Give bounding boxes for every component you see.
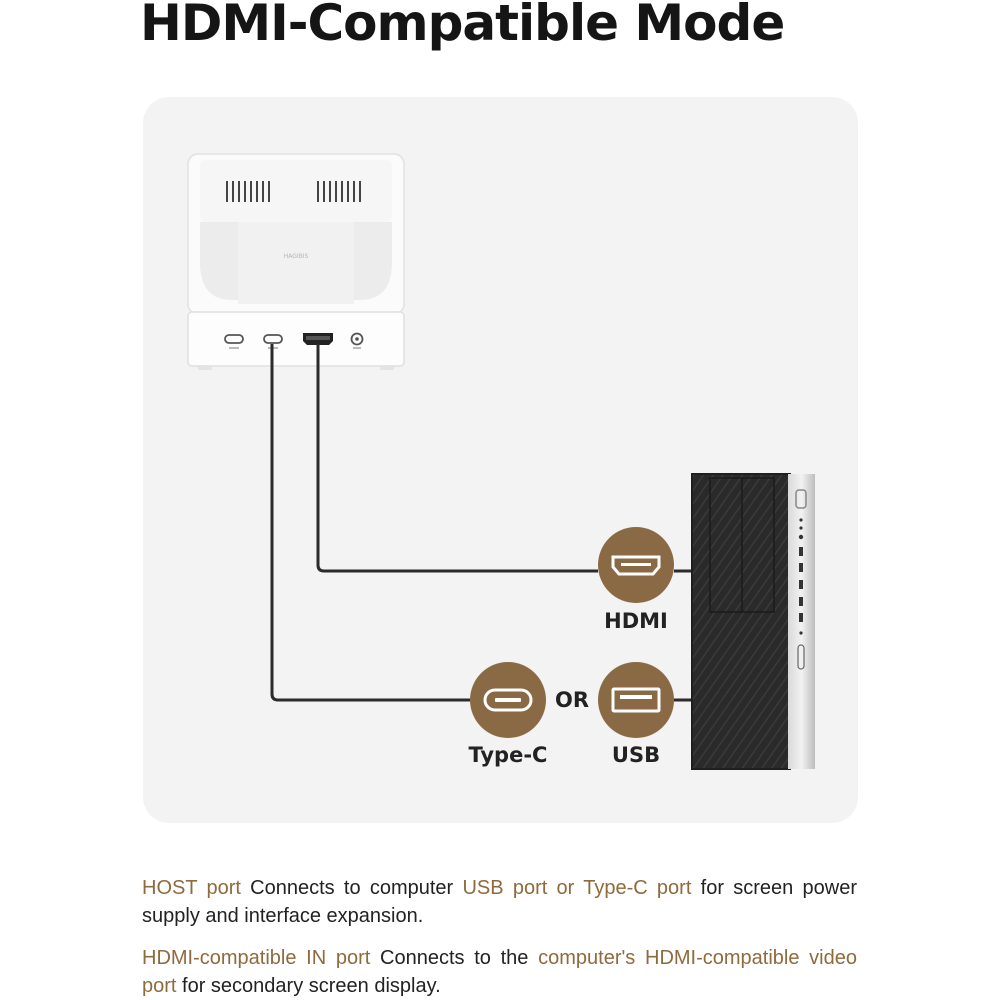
vent-grille-right <box>317 181 361 202</box>
hdmi-cable <box>316 344 598 573</box>
screen-device: HAGIBIS <box>187 153 405 370</box>
power-port <box>350 332 364 349</box>
hdmi-port-description: HDMI-compatible IN port Connects to the … <box>142 944 857 1000</box>
hdmi-port-text-2: for secondary screen display. <box>176 975 441 997</box>
type-c-port-icon <box>470 662 546 738</box>
or-label: OR <box>554 688 590 712</box>
hdmi-port-highlight: computer's HDMI-compatible video port <box>142 947 857 997</box>
host-cable <box>270 344 470 702</box>
usb-label: USB <box>611 743 661 767</box>
host-port-term: HOST port <box>142 877 241 899</box>
hdmi-port-text-1: Connects to the <box>370 947 539 969</box>
usb-port-icon <box>598 662 674 738</box>
hdmi-port-term: HDMI-compatible IN port <box>142 947 371 969</box>
host-port-highlight: USB port or Type-C port <box>462 877 692 899</box>
host-port-text-2: for screen power supply and interface ex… <box>142 877 857 927</box>
desktop-tower <box>691 473 815 770</box>
hdmi-label: HDMI <box>604 609 668 633</box>
hdmi-port-icon <box>598 527 674 603</box>
brand-logo: HAGIBIS <box>284 253 309 260</box>
host-port-description: HOST port Connects to computer USB port … <box>142 874 857 930</box>
usb-c-port <box>224 334 244 349</box>
vent-grille-left <box>226 181 270 202</box>
host-port-text-1: Connects to computer <box>240 877 463 899</box>
page-title: HDMI-Compatible Mode <box>140 0 785 52</box>
hdmi-in-port <box>303 333 333 345</box>
type-c-label: Type-C <box>468 743 548 767</box>
